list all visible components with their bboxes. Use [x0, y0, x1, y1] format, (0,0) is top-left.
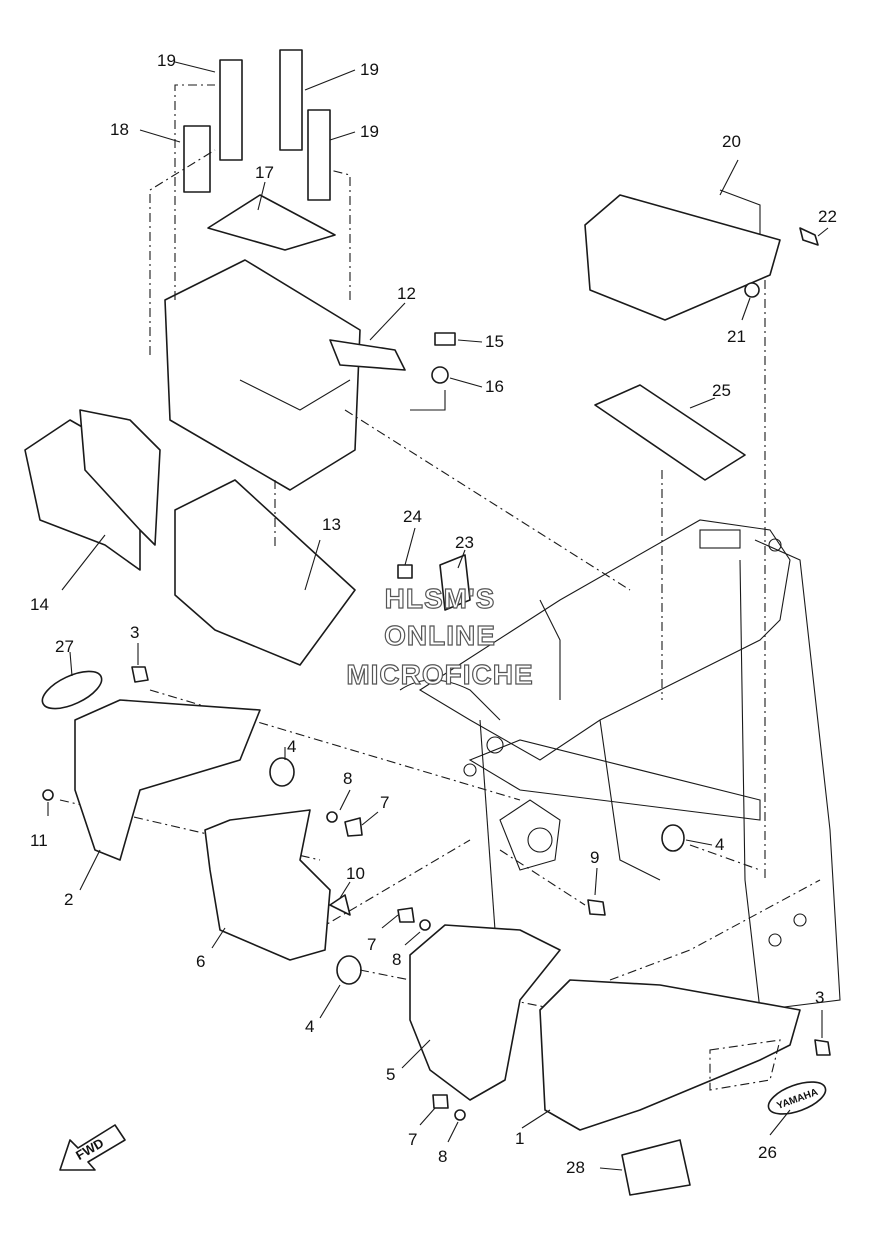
hardware-area [41, 554, 831, 1121]
callout-8a: 8 [343, 769, 352, 788]
watermark-line1: HLSM'S [385, 583, 496, 614]
part-9-shape [587, 899, 606, 916]
callout-19a: 19 [157, 51, 176, 70]
callout-19c: 19 [360, 122, 379, 141]
part-10-shape [329, 894, 351, 916]
callout-23: 23 [455, 533, 474, 552]
leader-lines [47, 61, 829, 1171]
callout-5: 5 [386, 1065, 395, 1084]
callout-12: 12 [397, 284, 416, 303]
part-4a-shape [269, 757, 295, 787]
part-3b-shape [814, 1039, 831, 1056]
callout-1: 1 [515, 1129, 524, 1148]
part-2-shape [74, 699, 261, 861]
part-15-shape [434, 332, 456, 346]
part-18-shape [183, 125, 211, 193]
battery-box-shape [164, 259, 361, 491]
callout-7a: 7 [380, 793, 389, 812]
callout-26: 26 [758, 1143, 777, 1162]
callout-7c: 7 [408, 1130, 417, 1149]
part-6-shape [204, 809, 331, 961]
part-4b-shape [336, 955, 362, 985]
part-19a-shape [219, 59, 243, 161]
callout-16: 16 [485, 377, 504, 396]
callout-17: 17 [255, 163, 274, 182]
callout-3a: 3 [130, 623, 139, 642]
part-7b-shape [397, 907, 415, 923]
covers-area: YAMAHA [74, 699, 827, 1196]
watermark-line2: ONLINE [384, 620, 496, 651]
part-12-shape [329, 339, 406, 371]
part-4c-shape [661, 824, 685, 852]
part-25-shape [594, 384, 746, 481]
callout-27: 27 [55, 637, 74, 656]
callout-8b: 8 [392, 950, 401, 969]
part-3a-shape [131, 666, 149, 683]
part-21-shape [744, 282, 760, 298]
part-7c-shape [432, 1094, 449, 1109]
part-28-shape [621, 1139, 691, 1196]
part-8a-shape [326, 811, 338, 823]
part-14-cover [79, 409, 161, 546]
part-16-shape [431, 366, 449, 384]
part-11-shape [42, 789, 54, 801]
watermark: HLSM'S ONLINE MICROFICHE [346, 582, 534, 690]
callout-13: 13 [322, 515, 341, 534]
part-5-shape [409, 924, 561, 1101]
part-22-shape [799, 227, 819, 246]
part-8b-shape [419, 919, 431, 931]
callout-4c: 4 [715, 835, 724, 854]
battery-area [24, 49, 631, 666]
callout-11: 11 [30, 831, 48, 850]
part-20-shape [584, 194, 781, 321]
callout-10: 10 [346, 864, 365, 883]
callout-20: 20 [722, 132, 741, 151]
part-1-shape [539, 979, 801, 1131]
callout-7b: 7 [367, 935, 376, 954]
part-13-shape [174, 479, 356, 666]
callout-4b: 4 [305, 1017, 314, 1036]
callout-4a: 4 [287, 737, 296, 756]
fwd-arrow: FWD [59, 1124, 126, 1171]
part-23-shape [439, 554, 471, 611]
part-27-shape [41, 670, 103, 710]
callout-24: 24 [403, 507, 422, 526]
callout-6: 6 [196, 952, 205, 971]
callout-labels: 19 19 19 18 17 12 15 16 13 14 20 22 21 2… [30, 51, 837, 1177]
callout-28: 28 [566, 1158, 585, 1177]
callout-22: 22 [818, 207, 837, 226]
part-26-shape [767, 1081, 827, 1115]
callout-9: 9 [590, 848, 599, 867]
frame-assembly [399, 519, 841, 1011]
part-17-shape [207, 194, 336, 251]
callout-25: 25 [712, 381, 731, 400]
part-7a-shape [344, 817, 363, 837]
part-19b-shape [279, 49, 303, 151]
part-8c-shape [454, 1109, 466, 1121]
callout-18: 18 [110, 120, 129, 139]
bracket-area [584, 189, 819, 880]
part-24-shape [397, 564, 413, 579]
callout-2: 2 [64, 890, 73, 909]
callout-15: 15 [485, 332, 504, 351]
watermark-line3: MICROFICHE [346, 659, 533, 690]
callout-14: 14 [30, 595, 49, 614]
callout-3b: 3 [815, 988, 824, 1007]
callout-19b: 19 [360, 60, 379, 79]
callout-21: 21 [727, 327, 746, 346]
part-19c-shape [307, 109, 331, 201]
callout-8c: 8 [438, 1147, 447, 1166]
